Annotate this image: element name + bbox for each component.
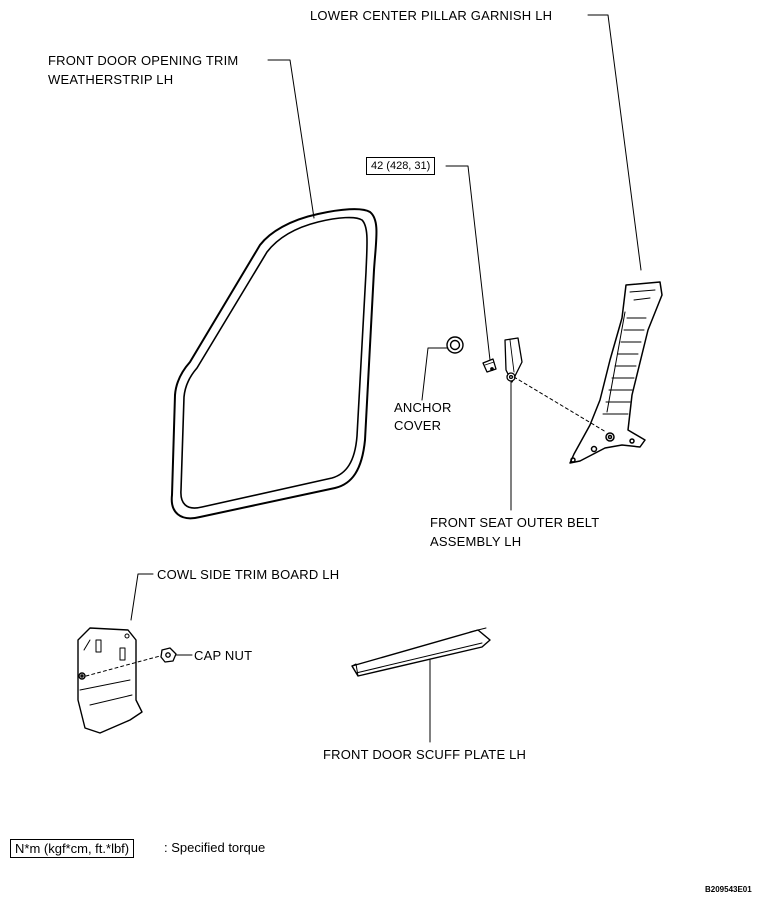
- weatherstrip-leader: [267, 59, 315, 219]
- legend-torque-units-box: N*m (kgf*cm, ft.*lbf): [10, 839, 135, 858]
- label-front-door-opening-trim-line1: FRONT DOOR OPENING TRIM: [48, 53, 239, 68]
- bolt-part: [482, 358, 497, 373]
- seat-belt-part: [504, 337, 523, 383]
- label-front-door-scuff-plate: FRONT DOOR SCUFF PLATE LH: [323, 747, 527, 762]
- label-anchor-cover-line1: ANCHOR: [394, 400, 452, 415]
- label-front-seat-belt-line2: ASSEMBLY LH: [430, 534, 522, 549]
- label-front-seat-belt-line1: FRONT SEAT OUTER BELT: [430, 515, 600, 530]
- cowl-trim-part: [77, 627, 143, 734]
- torque-leader: [445, 165, 491, 361]
- pillar-garnish-leader: [587, 14, 642, 271]
- scuff-plate-part: [351, 627, 491, 677]
- pillar-garnish-part: [569, 281, 663, 464]
- label-cowl-side-trim-board: COWL SIDE TRIM BOARD LH: [157, 567, 340, 582]
- label-cap-nut: CAP NUT: [194, 648, 253, 663]
- figure-code: B209543E01: [705, 885, 752, 894]
- torque-spec-box: 42 (428, 31): [366, 157, 436, 175]
- cowl-trim-leader: [130, 573, 154, 621]
- cap-nut-part: [160, 647, 177, 663]
- label-front-door-opening-trim-line2: WEATHERSTRIP LH: [48, 72, 174, 87]
- label-anchor-cover-line2: COVER: [394, 418, 442, 433]
- weatherstrip-part: [170, 208, 378, 520]
- anchor-cover-part: [446, 336, 464, 354]
- legend-description: : Specified torque: [164, 840, 266, 855]
- cap-nut-dashed-line: [85, 655, 161, 677]
- seat-belt-dashed-line: [513, 376, 607, 433]
- label-lower-center-pillar-garnish: LOWER CENTER PILLAR GARNISH LH: [310, 8, 553, 23]
- anchor-cover-leader: [421, 347, 449, 401]
